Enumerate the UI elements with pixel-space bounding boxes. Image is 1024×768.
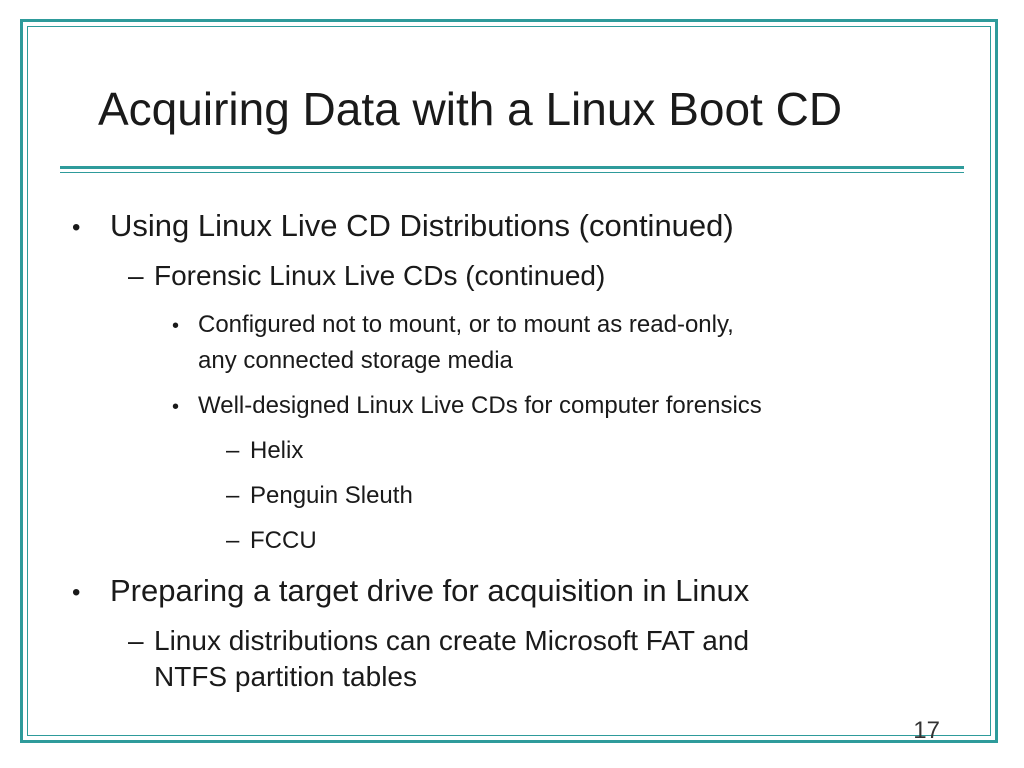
bullet-text: Penguin Sleuth bbox=[250, 482, 413, 509]
title-underline-thin bbox=[60, 172, 964, 173]
bullet-level4-item: – Penguin Sleuth bbox=[226, 478, 413, 514]
bullet-text-line1: Configured not to mount, or to mount as … bbox=[198, 311, 734, 338]
dash-marker: – bbox=[128, 260, 144, 291]
bullet-text-line2: any connected storage media bbox=[198, 347, 513, 374]
bullet-text: Preparing a target drive for acquisition… bbox=[110, 573, 750, 608]
bullet-level1-using-live-cd: • Using Linux Live CD Distributions (con… bbox=[72, 208, 734, 244]
dash-marker: – bbox=[226, 527, 240, 554]
bullet-text: Forensic Linux Live CDs (continued) bbox=[154, 260, 606, 291]
bullet-level3-configured-not-to-mount: • Configured not to mount, or to mount a… bbox=[172, 307, 734, 379]
page-number: 17 bbox=[913, 717, 940, 744]
title-underline-thick bbox=[60, 166, 964, 169]
bullet-level1-preparing-target-drive: • Preparing a target drive for acquisiti… bbox=[72, 573, 749, 609]
bullet-marker: • bbox=[172, 315, 180, 337]
bullet-text: FCCU bbox=[250, 527, 317, 554]
dash-marker: – bbox=[226, 482, 240, 509]
bullet-text: Helix bbox=[250, 437, 304, 464]
slide-border-outer bbox=[20, 19, 998, 743]
bullet-level2-linux-distributions: – Linux distributions can create Microso… bbox=[128, 623, 749, 695]
slide-border-inner bbox=[27, 26, 991, 736]
bullet-marker: • bbox=[72, 579, 81, 606]
bullet-level4-item: – Helix bbox=[226, 433, 303, 469]
bullet-text: Using Linux Live CD Distributions (conti… bbox=[110, 208, 734, 243]
bullet-level3-well-designed: • Well-designed Linux Live CDs for compu… bbox=[172, 388, 762, 424]
bullet-text-line1: Linux distributions can create Microsoft… bbox=[154, 625, 750, 656]
dash-marker: – bbox=[226, 437, 240, 464]
bullet-text-line2: NTFS partition tables bbox=[154, 661, 417, 692]
bullet-level2-forensic-live-cds: – Forensic Linux Live CDs (continued) bbox=[128, 258, 605, 294]
bullet-level4-item: – FCCU bbox=[226, 523, 317, 559]
bullet-marker: • bbox=[72, 214, 81, 241]
bullet-text: Well-designed Linux Live CDs for compute… bbox=[198, 392, 762, 419]
dash-marker: – bbox=[128, 625, 144, 656]
bullet-marker: • bbox=[172, 396, 180, 418]
slide-title: Acquiring Data with a Linux Boot CD bbox=[98, 83, 843, 135]
